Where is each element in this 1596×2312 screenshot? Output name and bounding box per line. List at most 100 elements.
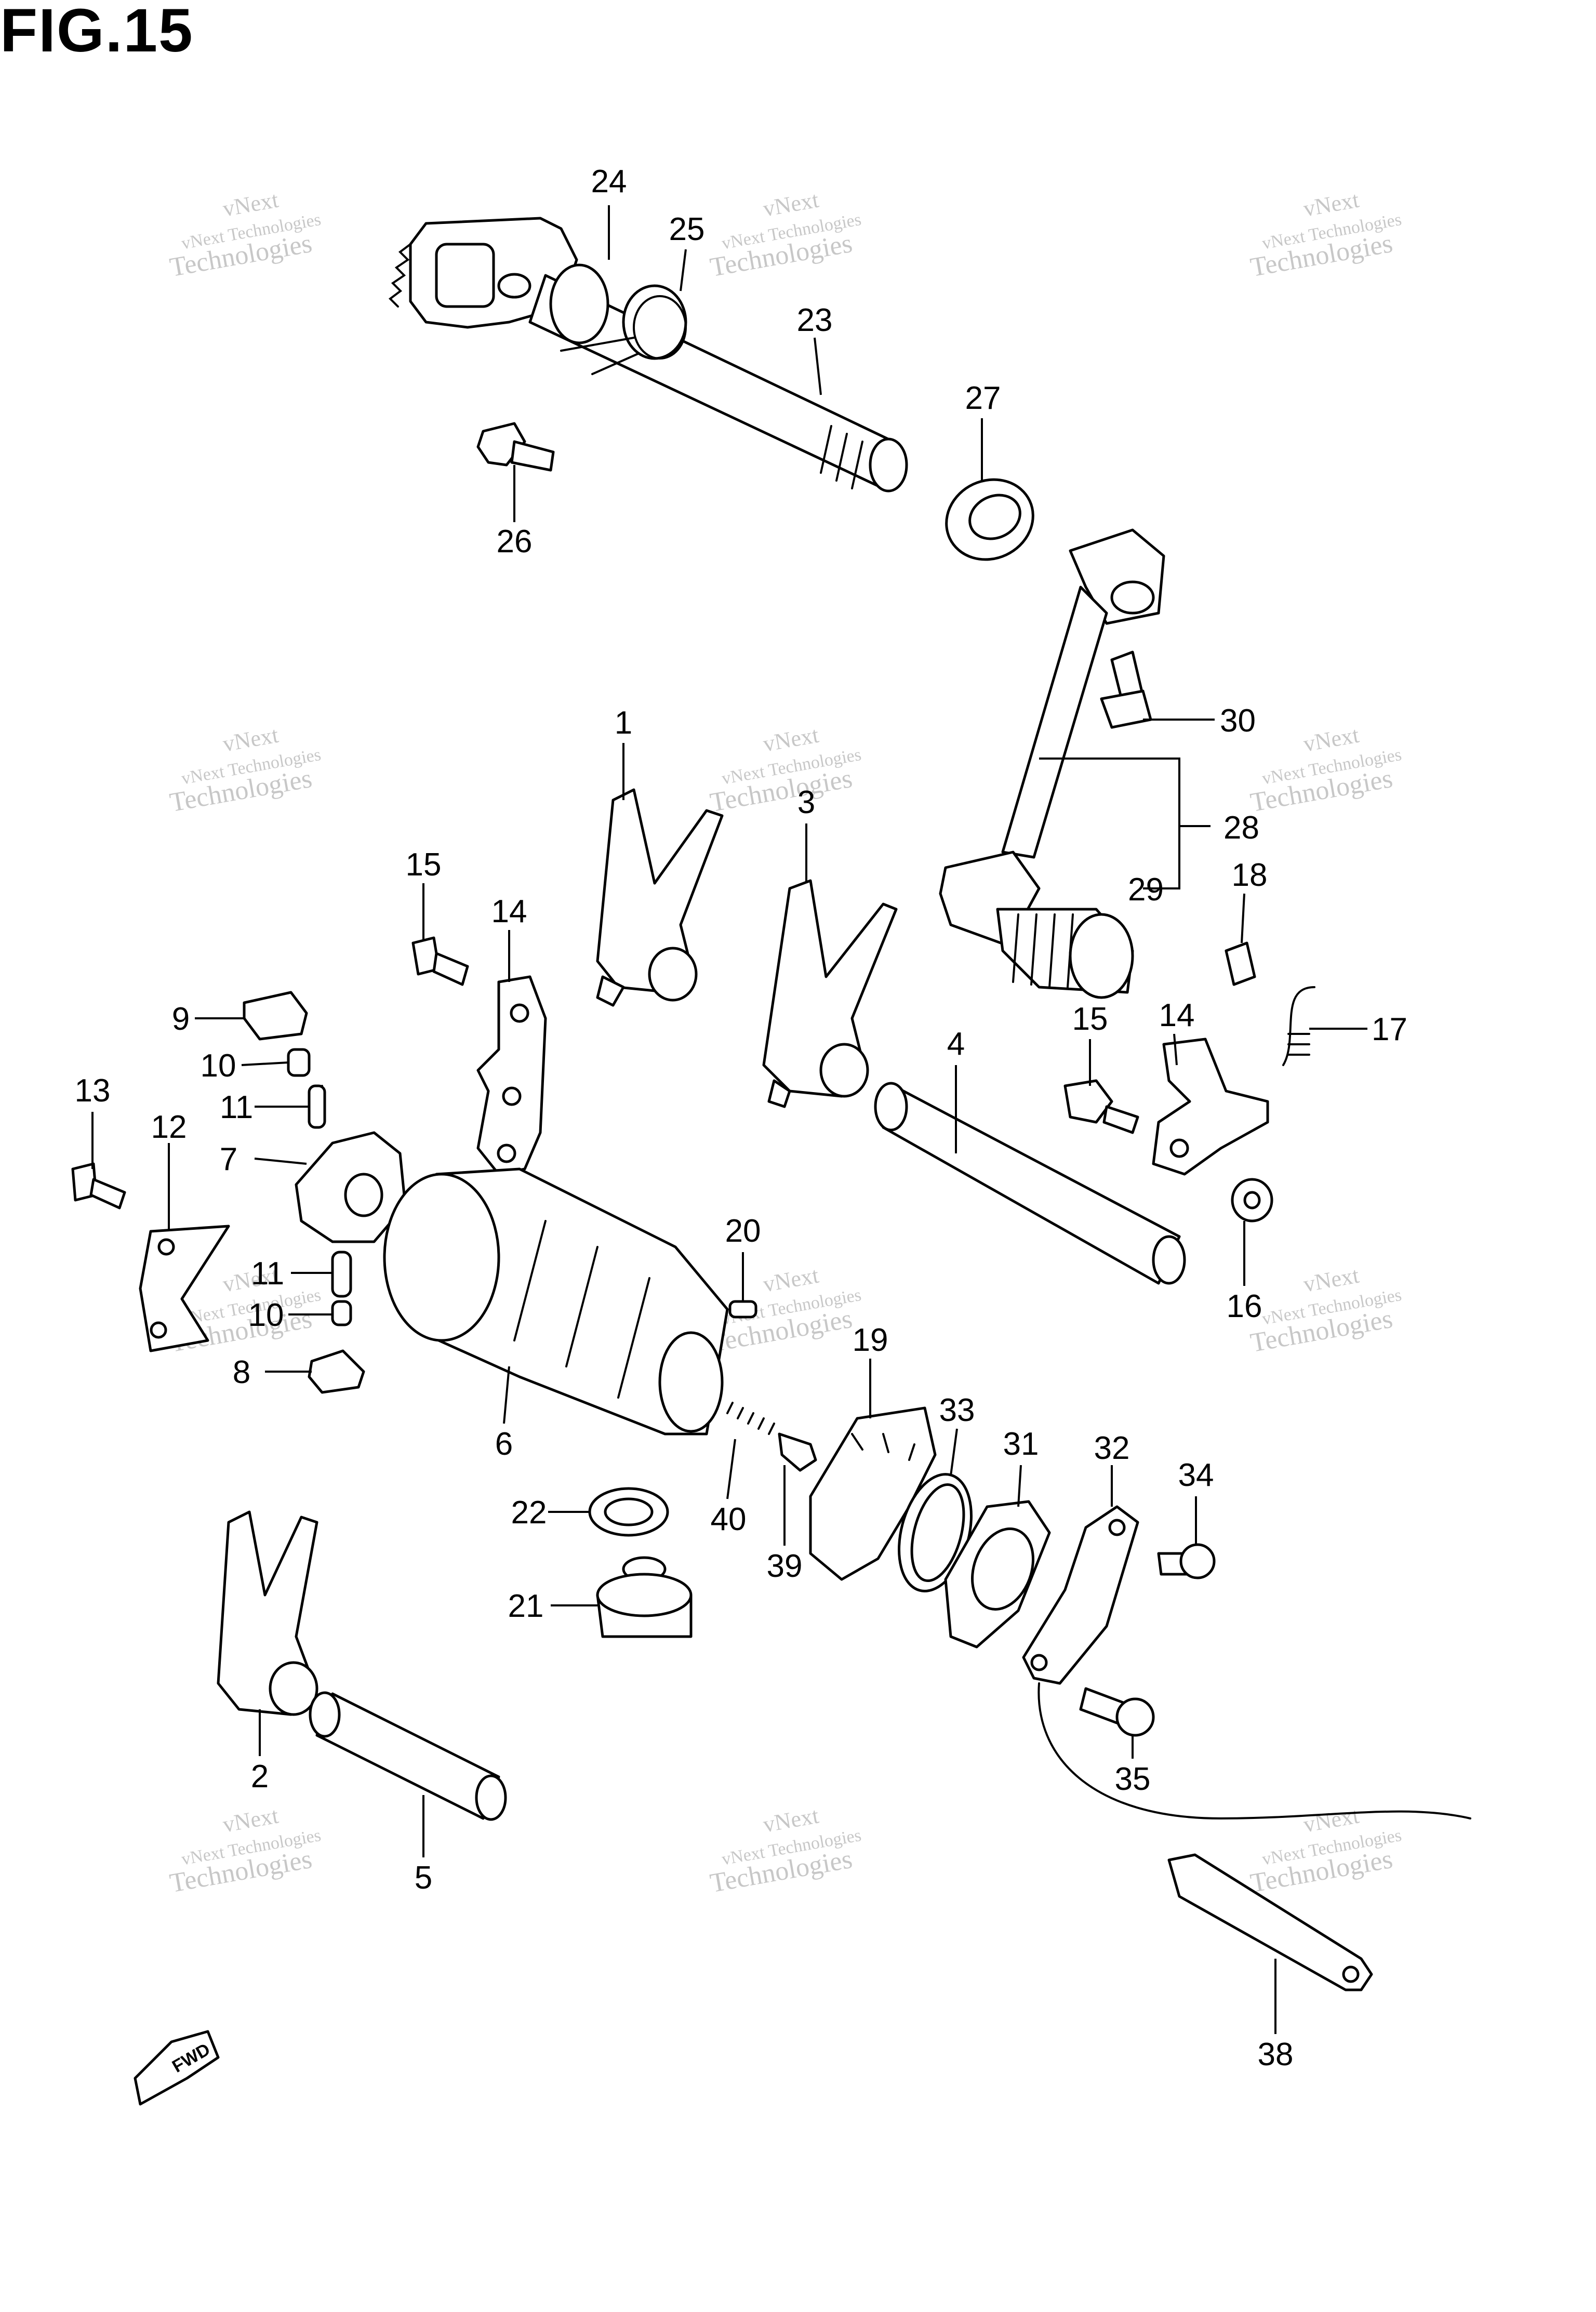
part-11-spring-lower [331, 1251, 352, 1298]
part-14-cam-stopper-plate [476, 975, 547, 1176]
part-19-stopper-spring [1282, 986, 1315, 1066]
part-13-screw [71, 1162, 126, 1210]
part-18-washer [1231, 1178, 1273, 1223]
callout-2: 2 [251, 1759, 269, 1795]
figure-title: FIG.15 [0, 0, 194, 65]
svg-text:vNext: vNext [761, 187, 820, 222]
part-4-fork-shaft [874, 1082, 1186, 1285]
callout-10-lower: 10 [248, 1297, 284, 1333]
svg-text:vNext: vNext [1301, 187, 1361, 222]
part-6-gearshift-cam-drum [383, 1167, 729, 1436]
part-31-shift-lever-rubber [996, 908, 1134, 999]
svg-text:vNext: vNext [761, 722, 820, 757]
svg-text:vNext: vNext [221, 187, 280, 222]
callout-34: 32 [1094, 1430, 1130, 1466]
svg-text:vNext: vNext [1301, 722, 1361, 757]
fwd-direction-arrow: FWD [134, 2030, 220, 2106]
callout-33: 31 [1003, 1426, 1039, 1462]
callout-9: 9 [172, 1001, 190, 1037]
callout-5: 5 [415, 1860, 432, 1896]
part-16-stopper-arm [1152, 1038, 1269, 1176]
part-25-shift-shaft [528, 263, 908, 493]
callout-23: 21 [508, 1588, 544, 1624]
callout-7: 7 [220, 1141, 237, 1177]
svg-text:vNext: vNext [1301, 1803, 1361, 1838]
part-40-spring [726, 1402, 775, 1435]
part-11-spring-upper [308, 1084, 326, 1129]
callout-26: 24 [591, 164, 627, 200]
callout-11-upper: 11 [220, 1089, 253, 1125]
part-17-stopper-bolt [1063, 1079, 1139, 1134]
part-32-lever-bolt [1100, 650, 1152, 729]
part-9-cap [243, 991, 308, 1041]
callout-17: 15 [1072, 1001, 1108, 1037]
callout-21: 19 [853, 1322, 888, 1358]
callout-39: 39 [767, 1548, 803, 1584]
svg-text:vNext: vNext [761, 1263, 820, 1297]
callout-12: 12 [151, 1109, 187, 1145]
part-12-cam-guide [139, 1225, 230, 1352]
callout-24: 22 [511, 1495, 547, 1531]
svg-text:vNext: vNext [221, 722, 280, 757]
part-34-switch-bracket [1022, 1505, 1139, 1685]
leader-lines [91, 205, 1367, 2034]
callout-36: 34 [1178, 1457, 1214, 1493]
svg-text:vNext: vNext [761, 1803, 820, 1838]
callout-38: 38 [1258, 2037, 1294, 2072]
callout-40: 40 [711, 1502, 747, 1537]
part-2-shift-fork [217, 1510, 318, 1716]
callout-19: 17 [1372, 1012, 1407, 1047]
callout-25: 23 [797, 302, 833, 338]
part-7-gearshift-cam [295, 1131, 407, 1243]
part-neutral-switch-wire [1038, 1682, 1471, 1820]
part-22-pin [728, 1300, 757, 1319]
part-36-screw [1157, 1543, 1216, 1579]
callout-37: 35 [1115, 1761, 1151, 1797]
svg-text:vNext: vNext [221, 1803, 280, 1838]
callout-28: 26 [497, 524, 533, 560]
callout-10-upper: 10 [201, 1048, 236, 1084]
callout-11-lower: 11 [251, 1256, 284, 1292]
callout-35: 33 [939, 1392, 975, 1428]
callout-1: 1 [615, 705, 632, 741]
part-37-screw [1079, 1687, 1155, 1737]
callout-4: 4 [947, 1026, 965, 1062]
callout-18: 16 [1227, 1288, 1262, 1324]
part-29-oil-seal [945, 478, 1034, 561]
part-10-pin-upper [287, 1048, 311, 1077]
part-27-return-spring [560, 284, 687, 375]
part-10-pin-lower [331, 1300, 352, 1326]
callout-6: 6 [495, 1426, 513, 1462]
svg-text:vNext: vNext [1301, 1263, 1361, 1297]
callout-32: 30 [1220, 703, 1256, 739]
part-33-neutral-switch [944, 1500, 1051, 1649]
part-24-washer [588, 1487, 669, 1537]
callout-22: 20 [725, 1213, 761, 1249]
callout-3: 3 [797, 785, 815, 820]
callout-30: 28 [1223, 810, 1259, 846]
part-38-wire-clamp [1167, 1853, 1373, 1991]
callout-20: 18 [1232, 857, 1268, 893]
part-8-pin [308, 1349, 365, 1394]
callout-27: 25 [669, 211, 705, 247]
callout-8: 8 [233, 1354, 250, 1390]
part-26-shift-shaft-sector [388, 217, 578, 329]
part-20-pin [1225, 941, 1256, 986]
callout-15: 15 [406, 847, 442, 883]
part-28-stopper-bolt [476, 422, 555, 472]
callout-31: 29 [1128, 872, 1164, 908]
callout-29: 27 [965, 380, 1001, 416]
callout-14: 14 [491, 894, 527, 929]
part-3-shift-fork [762, 879, 898, 1108]
callout-13: 13 [75, 1073, 111, 1109]
part-15-screw [411, 936, 469, 986]
